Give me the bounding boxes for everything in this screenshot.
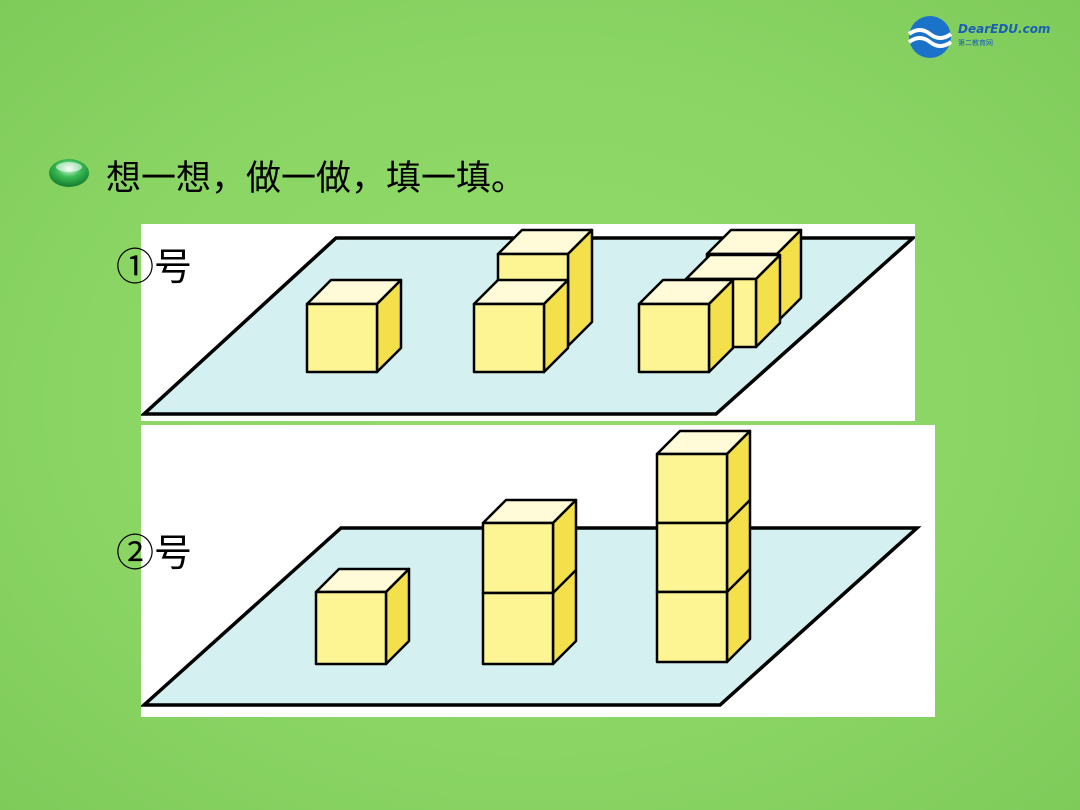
instruction-text: 想一想，做一做，填一填。 (106, 159, 527, 199)
logo-globe-icon (907, 16, 953, 58)
panel-1-label: ①号 (116, 245, 193, 289)
panel-2 (141, 425, 935, 717)
panel-1 (141, 224, 915, 421)
logo-brand-text: DearEDU.com (958, 22, 1051, 36)
panel-1-illustration (141, 228, 915, 416)
cube-stack-1c (637, 228, 803, 374)
cube-stack-1b (472, 228, 594, 374)
dearedu-logo: DearEDU.com 第二教育网 (906, 14, 1056, 64)
panel-2-label: ②号 (116, 531, 193, 575)
cube-stack-1a (305, 278, 403, 374)
bullet-icon (48, 158, 90, 188)
cube-stack-2b (481, 498, 578, 666)
panel-2-illustration (141, 429, 922, 707)
cube-stack-2c (655, 429, 752, 664)
cube-stack-2a (314, 567, 411, 666)
logo-subtitle-text: 第二教育网 (958, 39, 993, 47)
